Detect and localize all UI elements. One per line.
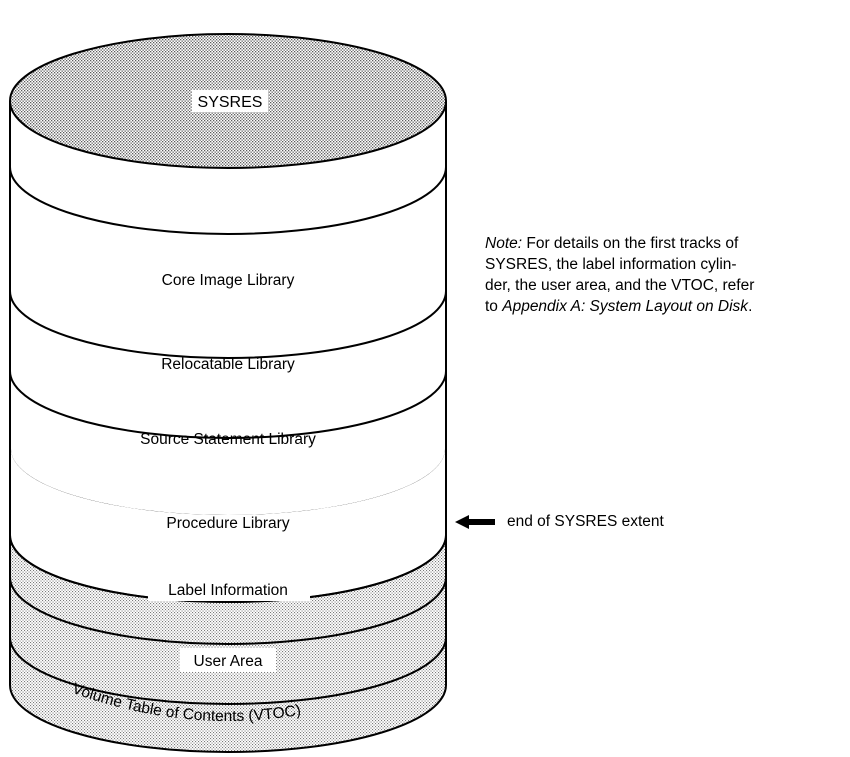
note-line-1: Note: For details on the first tracks of	[485, 233, 850, 254]
note-line-4-end: .	[748, 298, 753, 315]
note-line-2: SYSRES, the label information cylin-	[485, 256, 737, 273]
vtoc-word-4: Contents	[182, 706, 245, 725]
user-area-background	[180, 648, 276, 672]
sysres-title: SYSRES	[198, 94, 263, 111]
layer-boundary-3	[9, 370, 447, 439]
vtoc-word-5: (VTOC)	[248, 702, 302, 725]
procedure-band-fill	[11, 449, 445, 601]
layer-label-label-information: Label Information	[168, 582, 288, 599]
layer-label-source-statement-library: Source Statement Library	[140, 431, 316, 448]
note-line-1-text: For details on the first tracks of	[522, 235, 739, 252]
extent-label: end of SYSRES extent	[507, 513, 664, 530]
sysres-label-background	[192, 90, 268, 112]
layer-boundary-6	[9, 576, 447, 645]
cylinder-bottom	[9, 684, 447, 753]
note-line-3: der, the user area, and the VTOC, refer	[485, 277, 755, 294]
layer-label-relocatable-library: Relocatable Library	[161, 356, 295, 373]
sysres-title-box: SYSRES	[192, 90, 268, 112]
layer-boundary-1	[9, 166, 447, 235]
disk-cylinder	[9, 33, 447, 753]
extent-marker: end of SYSRES extent	[455, 513, 664, 531]
layer-label-procedure-library: Procedure Library	[166, 515, 289, 532]
note-appendix-reference: Appendix A: System Layout on Disk	[502, 298, 749, 315]
layer-boundary-7	[9, 636, 447, 705]
label-information-background	[148, 577, 310, 601]
note-prefix: Note:	[485, 235, 523, 252]
layer-label-core-image-library: Core Image Library	[162, 272, 295, 289]
layer-boundary-2	[9, 290, 447, 359]
note-line-4: to Appendix A: System Layout on Disk.	[485, 296, 850, 317]
layer-label-user-area: User Area	[194, 653, 263, 670]
vtoc-word-2: Table	[124, 696, 163, 720]
left-arrow-icon	[455, 515, 495, 529]
vtoc-word-3: of	[165, 704, 181, 723]
note-line-4-to: to	[485, 298, 503, 315]
note-block: Note: For details on the first tracks of…	[485, 233, 850, 317]
